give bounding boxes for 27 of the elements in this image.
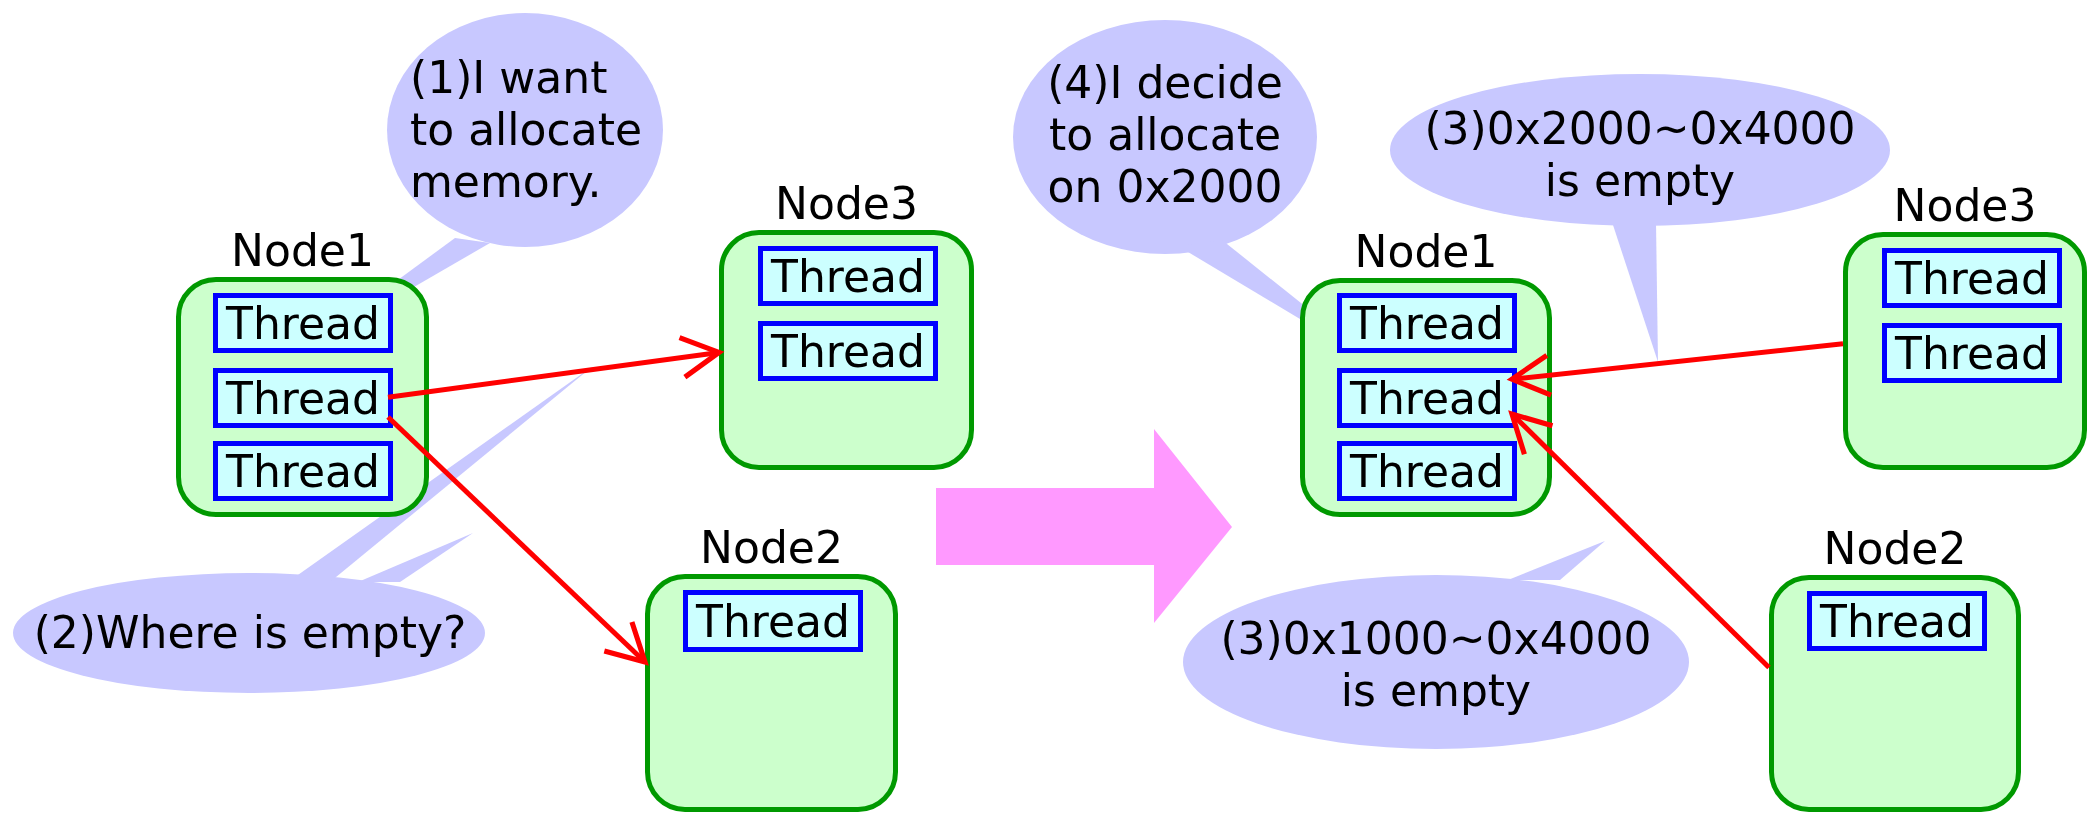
bubble-text: (3)0x2000~0x4000 is empty	[1424, 103, 1856, 207]
node-title: Node2	[1823, 525, 1967, 573]
thread-box: Thread	[683, 590, 863, 652]
node-title: Node3	[775, 180, 918, 228]
thread-box: Thread	[213, 293, 393, 353]
arrow	[387, 335, 722, 400]
thread-box: Thread	[213, 441, 393, 501]
node-title: Node1	[231, 227, 374, 275]
node-title: Node3	[1893, 182, 2037, 230]
bubble-text: (2)Where is empty?	[33, 607, 467, 659]
bubble-text: (4)I decide to allocate on 0x2000	[1046, 57, 1284, 213]
node-title: Node1	[1354, 228, 1498, 276]
arrow	[1509, 411, 1771, 670]
arrow	[1509, 341, 1844, 398]
thread-box: Thread	[1337, 441, 1517, 501]
thread-box: Thread	[213, 368, 393, 428]
thread-box: Thread	[1807, 591, 1987, 651]
thread-box: Thread	[1337, 368, 1517, 428]
thread-box: Thread	[758, 246, 938, 306]
thread-box: Thread	[1882, 323, 2062, 383]
thread-box: Thread	[758, 321, 938, 381]
bubble-text: (1)I want to allocate memory.	[410, 52, 643, 208]
arrow	[386, 415, 648, 665]
bubble-text: (3)0x1000~0x4000 is empty	[1220, 613, 1652, 717]
thread-box: Thread	[1882, 248, 2062, 308]
node-title: Node2	[700, 524, 843, 572]
thread-box: Thread	[1337, 293, 1517, 353]
